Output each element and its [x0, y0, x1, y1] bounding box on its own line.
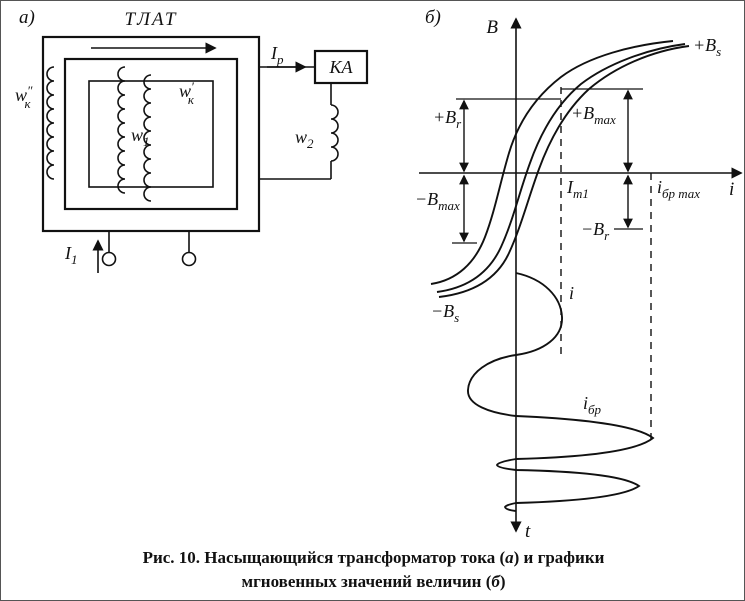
figure-caption: Рис. 10. Насыщающийся трансформатор тока…	[1, 546, 744, 594]
label-w2: w2	[295, 127, 314, 151]
label-wave-i: i	[569, 283, 574, 303]
wave-i	[467, 272, 563, 417]
label-plus-bs: +Bs	[693, 35, 721, 59]
axis-i-label: i	[729, 179, 734, 200]
figure-svg: а) ТЛАТ w″к w′к w1 Iр КА w2 I1	[15, 7, 743, 542]
label-plus-bmax: +Bmax	[571, 103, 616, 127]
label-wk-outer: w″к	[15, 83, 33, 111]
hysteresis-curve-right	[438, 45, 690, 298]
panel-b-graph: б) B i t +Bs −Bs +Br +Bmax −Bmax −Br Im1…	[415, 7, 743, 542]
hysteresis-curve-left	[430, 40, 674, 285]
relay-label: КА	[329, 57, 354, 77]
panel-a-circuit: а) ТЛАТ w″к w′к w1 Iр КА w2 I1	[15, 7, 369, 273]
core-outer-outline	[41, 35, 261, 233]
panel-a-label: а)	[19, 7, 35, 28]
terminal-left	[101, 251, 117, 267]
label-w1: w1	[131, 125, 150, 149]
label-minus-bmax: −Bmax	[415, 189, 460, 213]
axis-b-label: B	[486, 17, 498, 38]
label-i1: I1	[64, 243, 78, 267]
coil-wk-inner-left	[117, 66, 126, 194]
coil-w2	[330, 104, 339, 162]
panel-b-label: б)	[425, 7, 441, 28]
label-plus-br: +Br	[433, 107, 462, 131]
label-minus-bs: −Bs	[431, 301, 459, 325]
label-ibr-max: iбр max	[657, 177, 700, 201]
relay-box	[313, 49, 369, 85]
device-title: ТЛАТ	[125, 9, 178, 30]
caption-line-1: Рис. 10. Насыщающийся трансформатор тока…	[142, 548, 605, 567]
label-wk-inner: w′к	[179, 79, 195, 107]
hysteresis-curve-middle	[436, 43, 686, 293]
label-minus-br: −Br	[581, 219, 610, 243]
coil-wk-outer	[46, 66, 55, 180]
core-inner-outline	[88, 80, 214, 188]
caption-line-2: мгновенных значений величин (б)	[241, 572, 506, 591]
label-wave-ibr: iбр	[583, 393, 602, 417]
terminal-right	[181, 251, 197, 267]
label-im1: Im1	[566, 177, 589, 201]
core-middle-outline	[63, 57, 239, 211]
coil-w1	[143, 74, 152, 202]
label-ip: Iр	[270, 43, 284, 67]
wave-ibr	[495, 415, 655, 512]
axis-t-label: t	[525, 521, 531, 542]
